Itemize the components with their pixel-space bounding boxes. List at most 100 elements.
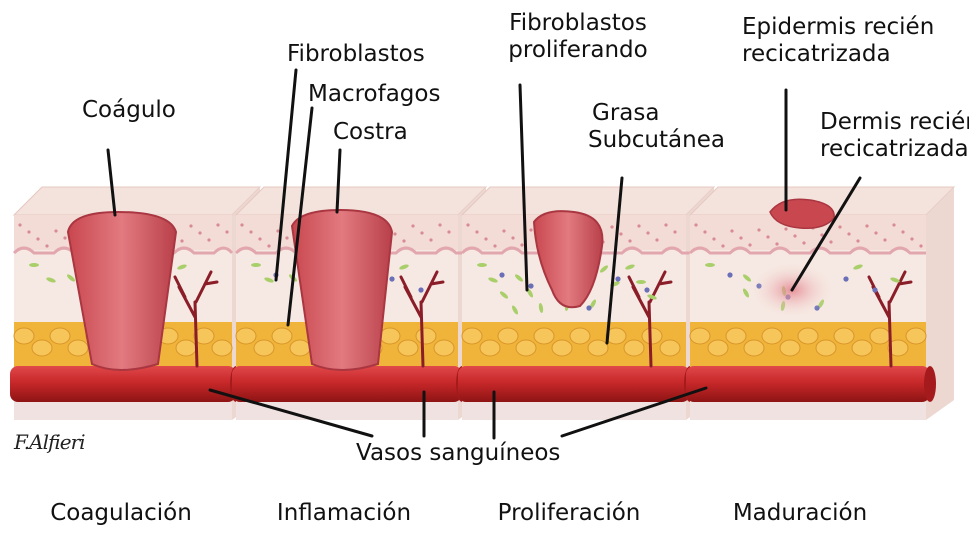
fat-lobule	[624, 340, 644, 356]
stage-label-proliferacion: Proliferación	[498, 500, 641, 526]
epidermal-dot	[258, 237, 261, 240]
label-dermis-line1: Dermis recién	[820, 109, 969, 136]
epidermal-dot	[757, 228, 760, 231]
epidermal-dot	[883, 238, 886, 241]
epidermal-dot	[748, 243, 751, 246]
epidermal-dot	[240, 223, 243, 226]
fat-lobule	[870, 328, 890, 344]
fat-lobule	[272, 328, 292, 344]
fat-lobule	[398, 340, 418, 356]
epidermal-dot	[892, 223, 895, 226]
label-fibroblastos-proliferando-line1: Fibroblastos	[508, 10, 648, 37]
epidermal-dot	[207, 238, 210, 241]
epidermal-dot	[874, 231, 877, 234]
stage-label-maduracion: Maduración	[733, 500, 867, 526]
epidermal-dot	[847, 232, 850, 235]
fat-lobule	[254, 340, 274, 356]
label-vasos-sanguineos: Vasos sanguíneos	[356, 440, 560, 467]
epidermal-dot	[225, 230, 228, 233]
blood-vessel	[232, 366, 462, 402]
epidermal-dot	[712, 237, 715, 240]
epidermal-dot	[402, 239, 405, 242]
epidermal-dot	[739, 236, 742, 239]
fat-lobule	[762, 328, 782, 344]
macrophage	[389, 276, 394, 281]
fat-lobule	[416, 328, 436, 344]
fat-lobule	[462, 328, 482, 344]
epidermal-dot	[829, 240, 832, 243]
label-dermis: Dermis recién recicatrizada	[820, 109, 969, 163]
fat-lobule	[852, 340, 872, 356]
epidermal-dot	[393, 232, 396, 235]
epidermal-dot	[438, 223, 441, 226]
fat-lobule	[68, 340, 88, 356]
label-grasa-line2: Subcutánea	[588, 127, 725, 154]
epidermal-dot	[784, 227, 787, 230]
epidermal-dot	[420, 231, 423, 234]
epidermal-dot	[189, 224, 192, 227]
fat-lobule	[798, 328, 818, 344]
epidermal-dot	[610, 225, 613, 228]
fat-lobule	[690, 328, 710, 344]
epidermal-dot	[54, 229, 57, 232]
epidermal-dot	[919, 244, 922, 247]
epidermal-dot	[865, 224, 868, 227]
label-fibroblastos: Fibroblastos	[287, 41, 425, 68]
block-top-face	[462, 187, 714, 215]
macrophage	[872, 287, 877, 292]
fat-lobule	[434, 340, 454, 356]
epidermal-dot	[673, 230, 676, 233]
epidermal-dot	[493, 244, 496, 247]
epidermal-dot	[447, 230, 450, 233]
fat-lobule	[290, 340, 310, 356]
epidermal-dot	[466, 223, 469, 226]
epidermal-dot	[694, 223, 697, 226]
epidermal-dot	[529, 228, 532, 231]
label-fibroblastos-proliferando: Fibroblastos proliferando	[508, 10, 648, 64]
fat-lobule	[498, 328, 518, 344]
label-costra: Costra	[333, 119, 408, 146]
epidermal-dot	[664, 223, 667, 226]
stage-label-inflamacion: Inflamación	[277, 500, 411, 526]
label-epidermis: Epidermis recién recicatrizada	[742, 14, 934, 68]
epidermal-dot	[802, 241, 805, 244]
epidermal-dot	[703, 230, 706, 233]
block-top-face	[14, 187, 260, 215]
epidermal-dot	[775, 242, 778, 245]
epidermal-dot	[36, 237, 39, 240]
fat-lobule	[14, 328, 34, 344]
epidermal-dot	[63, 236, 66, 239]
fat-lobule	[212, 340, 232, 356]
macrophage	[586, 305, 591, 310]
fat-lobule	[780, 340, 800, 356]
epidermal-dot	[249, 230, 252, 233]
fat-lobule	[744, 340, 764, 356]
fat-lobule	[480, 340, 500, 356]
fat-lobule	[380, 328, 400, 344]
epidermal-dot	[411, 224, 414, 227]
epidermal-dot	[198, 231, 201, 234]
fat-lobule	[708, 340, 728, 356]
epidermal-dot	[856, 239, 859, 242]
epidermal-dot	[267, 244, 270, 247]
fat-lobule	[570, 328, 590, 344]
epidermal-dot	[646, 231, 649, 234]
epidermal-dot	[484, 237, 487, 240]
fat-lobule	[726, 328, 746, 344]
fat-lobule	[516, 340, 536, 356]
epidermal-dot	[655, 238, 658, 241]
label-fibroblastos-proliferando-line2: proliferando	[508, 37, 648, 64]
fibroblast	[705, 263, 715, 267]
epidermal-dot	[628, 239, 631, 242]
fat-lobule	[834, 328, 854, 344]
label-epidermis-line1: Epidermis recién	[742, 14, 934, 41]
fibroblast	[636, 280, 646, 284]
fat-lobule	[176, 340, 196, 356]
fat-lobule	[660, 340, 680, 356]
fat-lobule	[50, 328, 70, 344]
fat-lobule	[642, 328, 662, 344]
label-dermis-line2: recicatrizada	[820, 136, 969, 163]
macrophage	[528, 283, 533, 288]
epidermal-dot	[520, 243, 523, 246]
